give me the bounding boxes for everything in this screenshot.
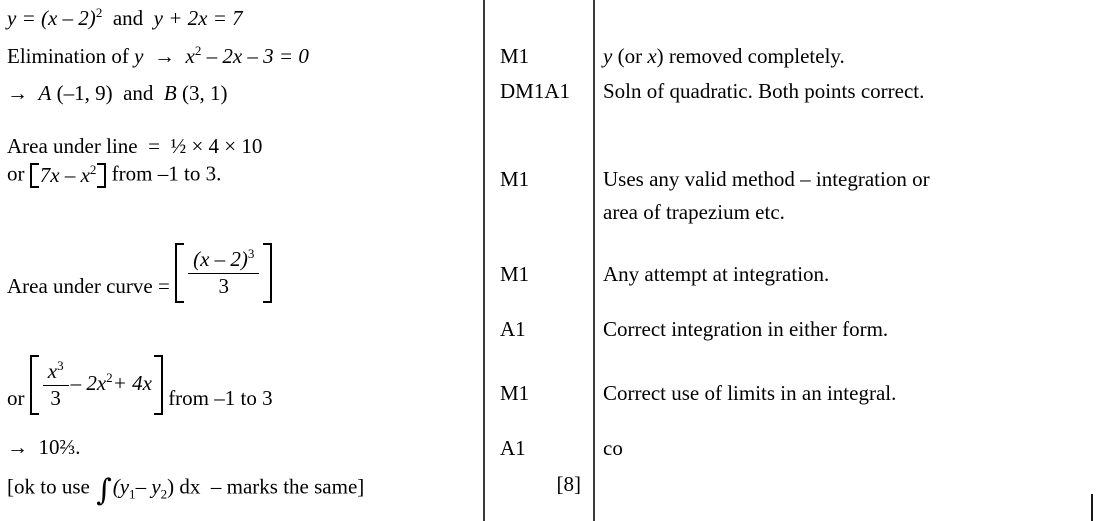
or-label: or [7,161,25,186]
elimination-label: Elimination of [7,44,129,68]
comment-text: y (or x) removed completely. [603,44,845,69]
linear-integral-expr: 7x – x [39,163,90,187]
bracket-expanded-integral: x3 3 – 2x2+ 4x [29,355,164,416]
total-marks-badge: [8] [556,472,582,496]
roots-line: → A (–1, 9) and B (3, 1) [7,83,227,104]
conjunction-and: and [112,6,144,30]
point-b-coords: (3, 1) [181,81,228,105]
expanded-fraction: x3 3 [42,358,69,410]
bracket-curve-integral: (x – 2)3 3 [175,243,273,304]
elimination-variable: y [134,44,144,68]
comment-text: Any attempt at integration. [603,262,830,286]
final-answer-line: → 10⅔. [7,437,81,458]
marks-column: M1 DM1A1 M1 M1 A1 M1 A1 [8] [485,0,593,521]
curve-numerator-exponent: 3 [247,246,255,261]
equations-line: y = (x – 2)2 and y + 2x = 7 [7,5,243,30]
note-tail-text: – marks the same] [210,474,365,499]
quadratic-exponent: 2 [194,43,202,58]
alternative-method-note: [ok to use ∫(y1– y2) dx – marks the same… [7,476,364,506]
note-open-text: [ok to use [7,474,90,499]
area-line-label: Area under line [7,134,138,158]
linear-integral-limits: from –1 to 3. [111,161,222,186]
comment-text: co [603,436,623,460]
mark-code: M1 [500,167,530,191]
expanded-numerator-exponent: 3 [57,358,64,373]
area-line-alt: or 7x – x2 from –1 to 3. [7,163,221,188]
column-divider-working-marks [483,0,485,521]
area-line-value: ½ × 4 × 10 [170,134,263,158]
arrow-icon: → [153,44,175,68]
bracket-linear-integral: 7x – x2 [29,162,107,188]
comment-variable-x: x [647,44,657,68]
elimination-line: Elimination of y → x2 – 2x – 3 = 0 [7,43,309,68]
page-edge-rule [1091,494,1093,521]
curve-denominator: 3 [218,273,230,298]
note-expr-open: (y [112,474,130,499]
conjunction-and: and [123,81,154,105]
quadratic-rest: – 2x – 3 = 0 [206,44,309,68]
expanded-term-3: + 4x [112,370,152,395]
area-under-curve: Area under curve = (x – 2)3 3 [7,243,273,304]
comment-text: Correct integration in either form. [603,317,889,341]
final-answer-value: 10⅔. [38,435,81,459]
point-a-coords: (–1, 9) [56,81,113,105]
comments-column: y (or x) removed completely. Soln of qua… [595,0,1100,521]
comment-text: Soln of quadratic. Both points correct. [603,79,925,103]
expanded-integral-limits: from –1 to 3 [168,386,273,411]
mark-code: M1 [500,44,530,68]
mark-code: A1 [500,317,526,341]
comment-or-open: (or [617,44,643,68]
mark-code: DM1A1 [500,79,571,103]
expanded-numerator: x [47,359,58,383]
linear-integral-exponent: 2 [89,162,97,177]
or-label: or [7,386,25,411]
note-minus-y: – y [135,474,161,499]
arrow-icon: → [7,435,28,459]
working-column: y = (x – 2)2 and y + 2x = 7 Elimination … [0,0,483,521]
column-divider-marks-comments [593,0,595,521]
comment-variable-y: y [603,44,613,68]
mark-code: A1 [500,436,526,460]
curve-numerator: (x – 2) [193,247,248,271]
expanded-term-2: – 2x [70,370,107,395]
point-b-label: B [163,81,177,105]
note-expr-close: ) dx [167,474,201,499]
comment-text: area of trapezium etc. [603,200,785,224]
note-subscript-1: 1 [129,486,136,502]
curve-integral-fraction: (x – 2)3 3 [188,246,260,298]
equals-sign: = [148,134,160,158]
expanded-denominator: 3 [50,385,61,410]
note-subscript-2: 2 [160,486,168,502]
comment-text: Correct use of limits in an integral. [603,381,897,405]
area-curve-alt: or x3 3 – 2x2+ 4x from –1 to 3 [7,355,273,416]
area-curve-label: Area under curve = [7,274,170,299]
mark-code: M1 [500,262,530,286]
area-under-line: Area under line = ½ × 4 × 10 [7,136,262,157]
integral-icon: ∫ [96,473,112,508]
mark-code: M1 [500,381,530,405]
quadratic-x: x [185,44,195,68]
comment-first-tail: ) removed completely. [656,44,845,68]
equation-line: y + 2x = 7 [153,6,243,30]
expanded-term-2-exponent: 2 [106,369,113,385]
arrow-icon: → [7,81,28,105]
point-a-label: A [38,81,52,105]
equation-parabola: y = (x – 2) [7,6,96,30]
parabola-exponent: 2 [95,5,103,20]
comment-text: Uses any valid method – integration or [603,167,930,191]
